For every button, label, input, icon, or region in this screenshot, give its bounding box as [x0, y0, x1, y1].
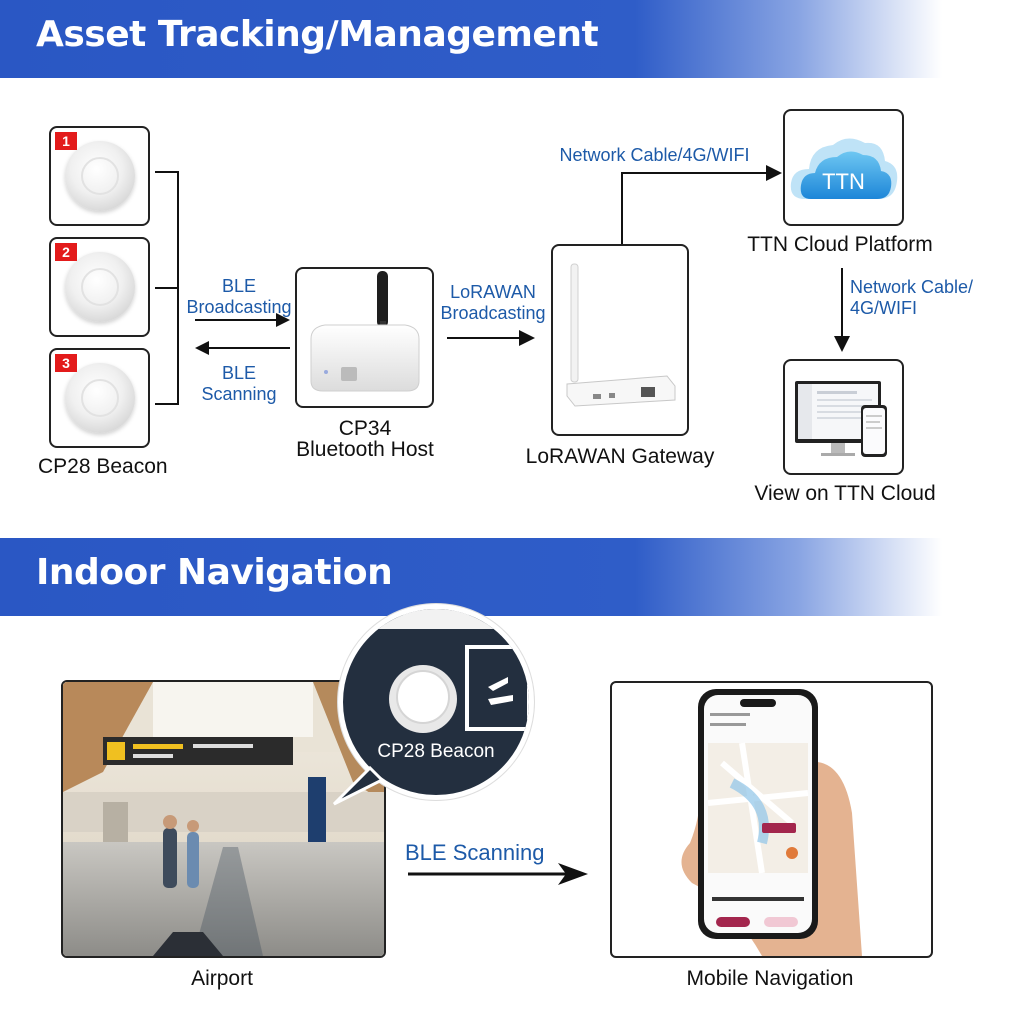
ttn-logo-text: TTN	[822, 169, 865, 194]
mobile-caption: Mobile Navigation	[686, 967, 854, 990]
host-model-label: CP34	[338, 417, 392, 440]
gateway-caption: LoRAWAN Gateway	[525, 445, 715, 468]
cloud-caption: TTN Cloud Platform	[747, 233, 933, 256]
callout-pointer	[332, 765, 385, 806]
cloud-card: TTN	[783, 109, 904, 226]
airport-caption: Airport	[191, 967, 253, 990]
beacon-device-image	[64, 363, 135, 433]
network-to-cloud-label: Network Cable/4G/WIFI	[559, 145, 750, 165]
beacon-device-image	[64, 141, 135, 211]
gateway-card	[551, 244, 689, 436]
lorawan-gateway-image	[566, 263, 676, 407]
network-to-view-label: Network Cable/ 4G/WIFI	[850, 277, 974, 318]
beacon-device-image	[64, 252, 135, 322]
section-banner-asset-tracking: Asset Tracking/Management	[0, 0, 1024, 78]
connector-lines	[155, 165, 850, 405]
beacon-caption: CP28 Beacon	[38, 455, 168, 478]
ble-broadcasting-label: BLE Broadcasting	[186, 276, 292, 317]
host-card	[295, 267, 434, 408]
monitor-phone-image	[795, 381, 887, 457]
lorawan-broadcasting-label: LoRAWAN Broadcasting	[440, 282, 546, 323]
beacon-card-2: 2	[49, 237, 150, 337]
section-title: Asset Tracking/Management	[36, 14, 599, 55]
ble-scanning-label: BLE Scanning	[201, 363, 277, 404]
beacon-number-badge: 3	[55, 354, 77, 372]
beacon-card-3: 3	[49, 348, 150, 448]
beacon-number-badge: 2	[55, 243, 77, 261]
hand-phone-image	[681, 689, 862, 956]
beacon-card-1: 1	[49, 126, 150, 226]
host-name-label: Bluetooth Host	[296, 438, 434, 461]
bluetooth-host-image	[310, 271, 420, 392]
mobile-photo	[610, 681, 933, 958]
ble-scanning-nav-label: BLE Scanning	[405, 840, 545, 865]
beacon-callout-label: CP28 Beacon	[377, 741, 495, 762]
view-caption: View on TTN Cloud	[754, 482, 936, 505]
section-title: Indoor Navigation	[36, 552, 393, 593]
beacon-number-badge: 1	[55, 132, 77, 150]
ttn-cloud-icon	[790, 138, 898, 199]
section-banner-indoor-navigation: Indoor Navigation	[0, 538, 1024, 616]
view-card	[783, 359, 904, 475]
